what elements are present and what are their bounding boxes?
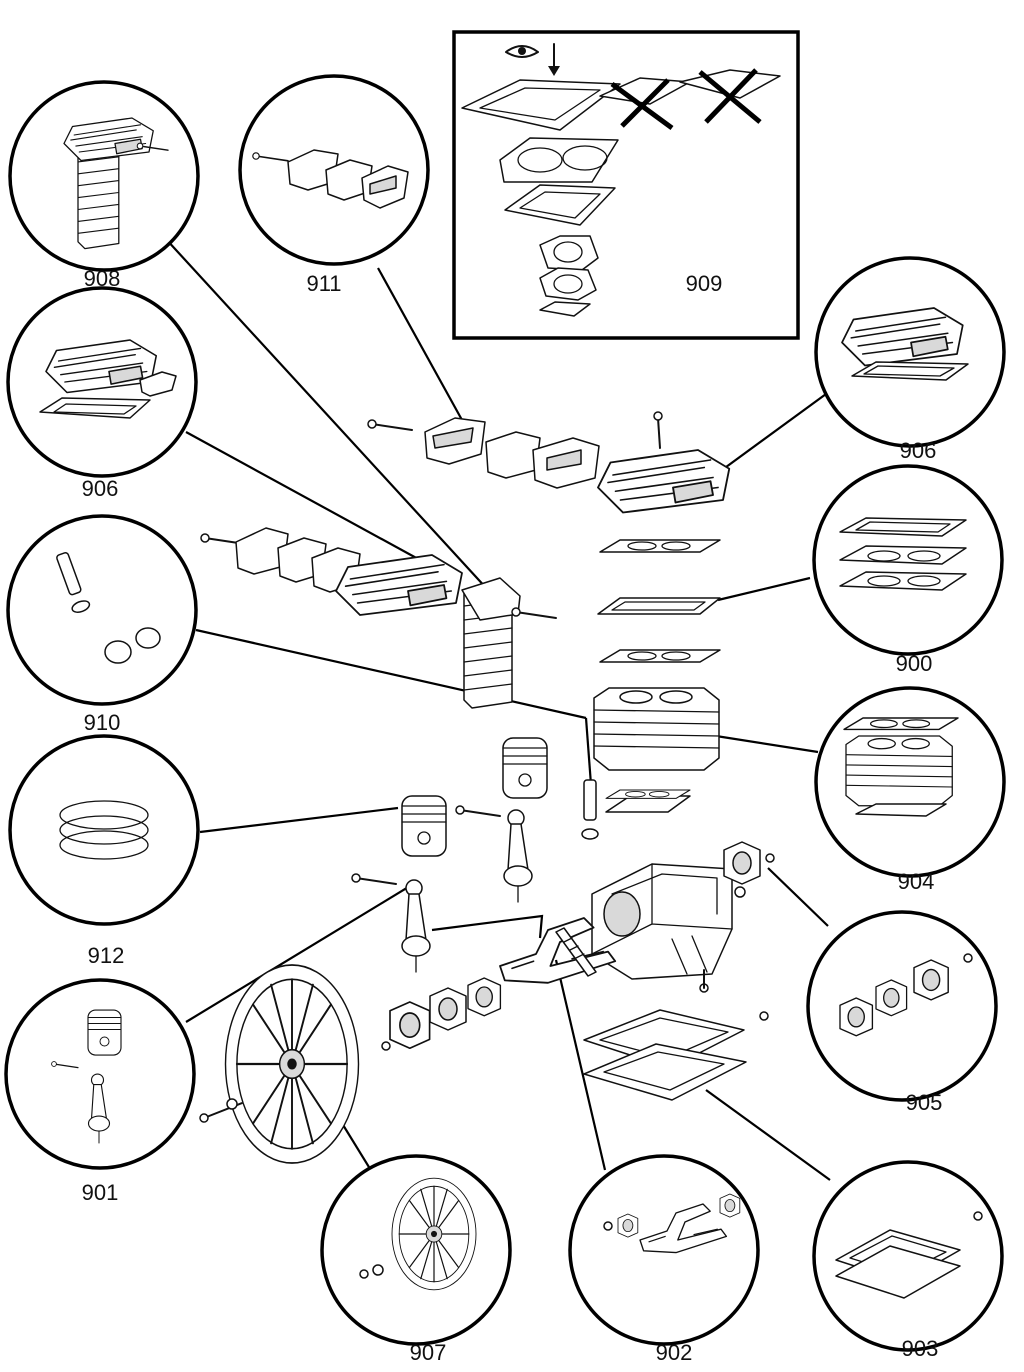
- label-905: 905: [905, 1090, 943, 1115]
- detail-circle-906-left: [6, 286, 198, 478]
- detail-circle-904: [814, 686, 1006, 878]
- label-903: 903: [901, 1336, 939, 1361]
- detail-circle-908: [8, 80, 200, 272]
- detail-circle-902: [568, 1154, 760, 1346]
- view-direction-eye-icon: [505, 43, 560, 76]
- detail-circle-912: [8, 734, 200, 926]
- detail-circle-900: [812, 464, 1004, 656]
- label-901: 901: [81, 1180, 119, 1205]
- label-900: 900: [895, 651, 933, 676]
- label-912: 912: [87, 943, 125, 968]
- pump-assembly: [197, 411, 775, 1165]
- label-910: 910: [83, 710, 121, 735]
- label-904: 904: [897, 869, 935, 894]
- label-909: 909: [685, 271, 723, 296]
- detail-circle-911: [238, 74, 430, 266]
- leader-lines: [164, 237, 831, 1199]
- label-911: 911: [306, 271, 342, 296]
- label-906-left: 906: [81, 476, 119, 501]
- detail-circle-910: [6, 514, 198, 706]
- label-906-right: 906: [899, 438, 937, 463]
- label-908: 908: [83, 266, 121, 291]
- detail-circle-905: [806, 910, 998, 1102]
- detail-circle-901: [4, 978, 196, 1170]
- detail-circle-903: [812, 1160, 1004, 1352]
- excluded-cross-icon: [610, 68, 762, 131]
- label-902: 902: [655, 1340, 693, 1365]
- gasket-kit-inset-909: [452, 30, 800, 340]
- detail-circle-907: [320, 1154, 512, 1346]
- label-907: 907: [409, 1340, 447, 1365]
- detail-circle-906-right: [814, 256, 1006, 448]
